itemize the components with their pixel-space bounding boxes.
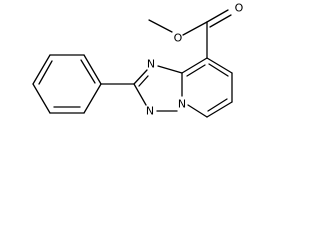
chemical-structure: O O N N N xyxy=(32,2,244,118)
ester-oxygen-label: O xyxy=(174,32,183,45)
triazole-bond-c2-n3 xyxy=(133,83,147,106)
ring-double-inner-c8a-c8 xyxy=(186,64,206,77)
ring-bond-c8-c7 xyxy=(206,57,233,74)
bridgehead-n-label: N xyxy=(178,98,186,111)
carbonyl-oxygen-label: O xyxy=(235,2,244,15)
phenyl-group xyxy=(32,54,135,114)
phenyl-inner-3 xyxy=(38,60,53,85)
pyridine-ring xyxy=(181,57,233,118)
atom-labels: O O N N N xyxy=(146,2,244,118)
triazole-bond-c8a-n1 xyxy=(157,65,183,74)
methyl-bond xyxy=(148,19,173,33)
triazole-n1-label: N xyxy=(147,58,155,71)
ester-o-bond xyxy=(182,21,208,36)
phenyl-bond-4 xyxy=(32,83,51,114)
phenyl-bond-6 xyxy=(83,83,102,114)
triazole-ring xyxy=(133,65,183,112)
phenyl-inner-1 xyxy=(80,59,96,84)
triazole-double-inner-n1-c2 xyxy=(138,75,149,87)
ring-double-inner-c6-c5 xyxy=(207,98,228,112)
ring-bond-c5-n4 xyxy=(187,104,208,118)
carbonyl-double-bond-b xyxy=(209,14,232,28)
methyl-ester-group xyxy=(148,9,232,59)
ring-double-inner-c8-c7 xyxy=(208,63,229,77)
phenyl-bond-1 xyxy=(83,54,102,85)
triazole-bond-n1-c2 xyxy=(133,69,148,85)
triazole-n2-label: N xyxy=(146,105,154,118)
phenyl-bond-3 xyxy=(32,54,51,85)
ring-bond-c8a-c8 xyxy=(181,57,208,74)
carbonyl-double-bond-a xyxy=(206,9,229,23)
ring-bond-c6-c5 xyxy=(206,101,233,118)
